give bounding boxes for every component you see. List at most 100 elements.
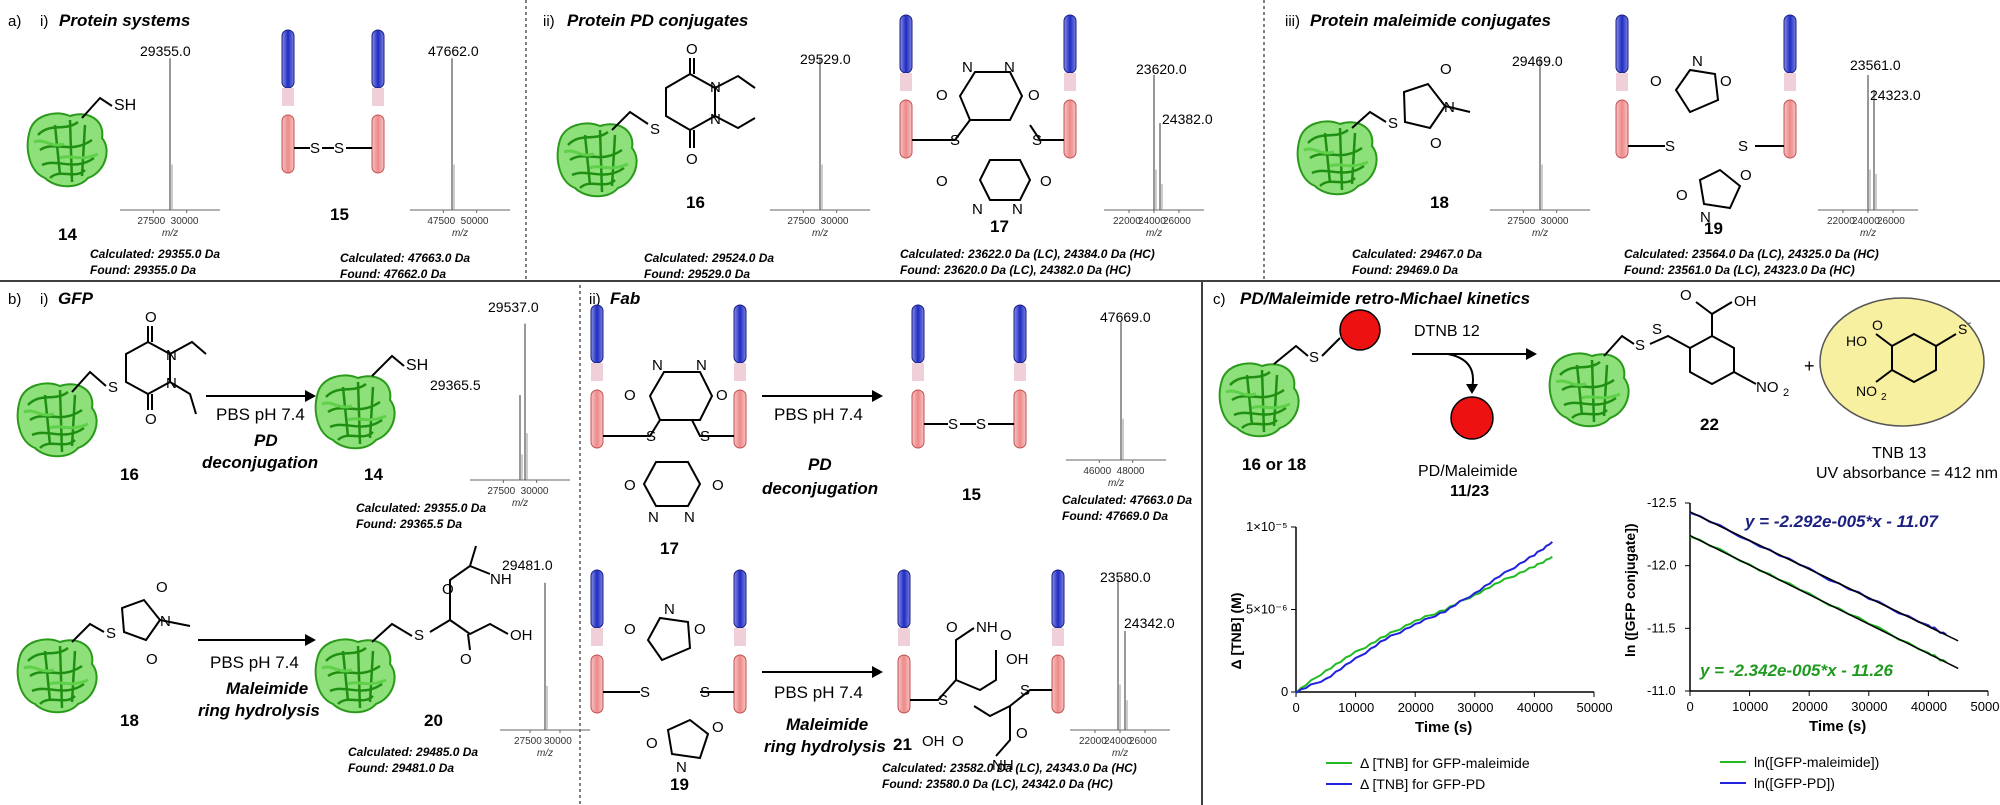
arrow-text: PD: [254, 431, 278, 450]
x-tick-label: 40000: [1517, 700, 1553, 715]
svg-text:S: S: [950, 132, 960, 149]
svg-text:NH: NH: [976, 619, 998, 636]
spectrum-tick-label: 50000: [461, 216, 489, 227]
svg-text:S: S: [1738, 138, 1748, 155]
fit-line: [1689, 511, 1959, 642]
svg-text:N: N: [1444, 99, 1455, 116]
fit-equation: y = -2.342e-005*x - 11.26: [1699, 661, 1894, 680]
section-c-label: c): [1213, 291, 1226, 308]
spectrum-mz-label: m/z: [1532, 228, 1548, 239]
spectrum-mz-label: m/z: [1108, 478, 1124, 489]
spectrum-mz-label: m/z: [162, 228, 178, 239]
svg-text:N: N: [972, 201, 983, 218]
y-axis-label: Δ [TNB] (M): [1228, 593, 1244, 670]
spectrum-peak-label: 23561.0: [1850, 57, 1901, 73]
svg-text:S: S: [1958, 321, 1967, 337]
svg-text:NO: NO: [1756, 379, 1779, 396]
svg-text:N: N: [696, 357, 707, 374]
arrow-condition: PBS pH 7.4: [774, 405, 863, 424]
spectrum-tick-label: 22000: [1079, 736, 1107, 747]
spectrum-tick-label: 22000: [1113, 216, 1141, 227]
svg-text:S: S: [106, 625, 116, 642]
spectrum-tick-label: 47500: [427, 216, 455, 227]
gfp-protein-icon: [1218, 362, 1301, 438]
mass-result-s15: Calculated: 47663.0 Da Found: 47662.0 Da: [340, 251, 470, 281]
spectrum-peak-label: 24382.0: [1162, 111, 1213, 127]
svg-text:O: O: [1720, 73, 1732, 90]
spectrum-mz-label: m/z: [1146, 228, 1162, 239]
svg-text:O: O: [1430, 135, 1442, 152]
spectrum-tick-label: 27500: [514, 736, 542, 747]
compound-19b-label: 19: [670, 775, 689, 794]
spectrum-peak-label: 29537.0: [488, 299, 539, 315]
x-axis-label: Time (s): [1809, 718, 1866, 735]
maleimide-ring-18b: [71, 598, 191, 643]
compound-16b-label: 16: [120, 465, 139, 484]
arrow-text: Maleimide: [786, 715, 868, 734]
spectrum-peak-label: 29529.0: [800, 51, 851, 67]
hydrolysed-20: [371, 545, 509, 651]
svg-text:O: O: [460, 651, 472, 668]
found-mass: Found: 47662.0 Da: [340, 267, 446, 281]
spectrum-peak-label: 29355.0: [140, 43, 191, 59]
spectrum-tick-label: 26000: [1129, 736, 1157, 747]
arrow-text: ring hydrolysis: [764, 737, 886, 756]
x-axis-label: Time (s): [1415, 719, 1472, 736]
arrow-condition: PBS pH 7.4: [216, 405, 305, 424]
arrow-text: PD: [808, 455, 832, 474]
legend-label: Δ [TNB] for GFP-maleimide: [1360, 755, 1530, 771]
svg-text:O: O: [1440, 61, 1452, 78]
found-mass: Found: 29529.0 Da: [644, 267, 750, 281]
section-bii-label: ii): [589, 291, 601, 308]
spectrum-tick-label: 30000: [544, 736, 572, 747]
svg-text:O: O: [1740, 167, 1752, 184]
svg-text:NO: NO: [1856, 383, 1877, 399]
svg-text:O: O: [624, 477, 636, 494]
svg-text:O: O: [946, 619, 958, 636]
svg-text:N: N: [664, 601, 675, 618]
gfp-protein-icon: [556, 122, 639, 198]
svg-text:O: O: [442, 581, 454, 598]
svg-text:S: S: [1020, 682, 1030, 699]
legend-label: ln([GFP-PD]): [1754, 775, 1835, 791]
calculated-mass: Calculated: 47663.0 Da: [340, 251, 470, 265]
svg-text:N: N: [962, 59, 973, 76]
tnb-highlight: [1819, 297, 1985, 427]
svg-text:S: S: [650, 121, 660, 138]
fit-equation: y = -2.292e-005*x - 11.07: [1744, 512, 1940, 531]
svg-text:S: S: [414, 627, 424, 644]
svg-text:OH: OH: [510, 627, 533, 644]
arrow-condition: PBS pH 7.4: [774, 683, 863, 702]
gfp-protein-icon: [1296, 120, 1379, 196]
spectrum-tick-label: 22000: [1827, 216, 1855, 227]
svg-text:O: O: [686, 151, 698, 168]
svg-text:N: N: [166, 375, 177, 392]
x-tick-label: 50000: [1577, 700, 1613, 715]
y-tick-label: 0: [1281, 684, 1288, 699]
spectrum-tick-label: 30000: [171, 216, 199, 227]
svg-text:O: O: [1676, 187, 1688, 204]
compound-16or18-label: 16 or 18: [1242, 455, 1306, 474]
compound-22-label: 22: [1700, 415, 1719, 434]
spectrum-tick-label: 26000: [1163, 216, 1191, 227]
found-mass: Found: 29365.5 Da: [356, 517, 462, 531]
fit-line: [1689, 534, 1959, 670]
spectrum-mz-label: m/z: [537, 748, 553, 759]
svg-text:O: O: [936, 87, 948, 104]
x-tick-label: 10000: [1732, 699, 1768, 714]
mixed-disulfide-22: [1603, 301, 1757, 386]
spectrum-peak-label: 29481.0: [502, 557, 553, 573]
found-mass: Found: 23580.0 Da (LC), 24342.0 Da (HC): [882, 777, 1113, 791]
spectrum-tick-label: 46000: [1083, 466, 1111, 477]
fab-17-structure: S S O O N N O O N N: [899, 14, 1077, 218]
svg-text:OH: OH: [1006, 651, 1029, 668]
spectrum-tick-label: 24000: [1104, 736, 1132, 747]
